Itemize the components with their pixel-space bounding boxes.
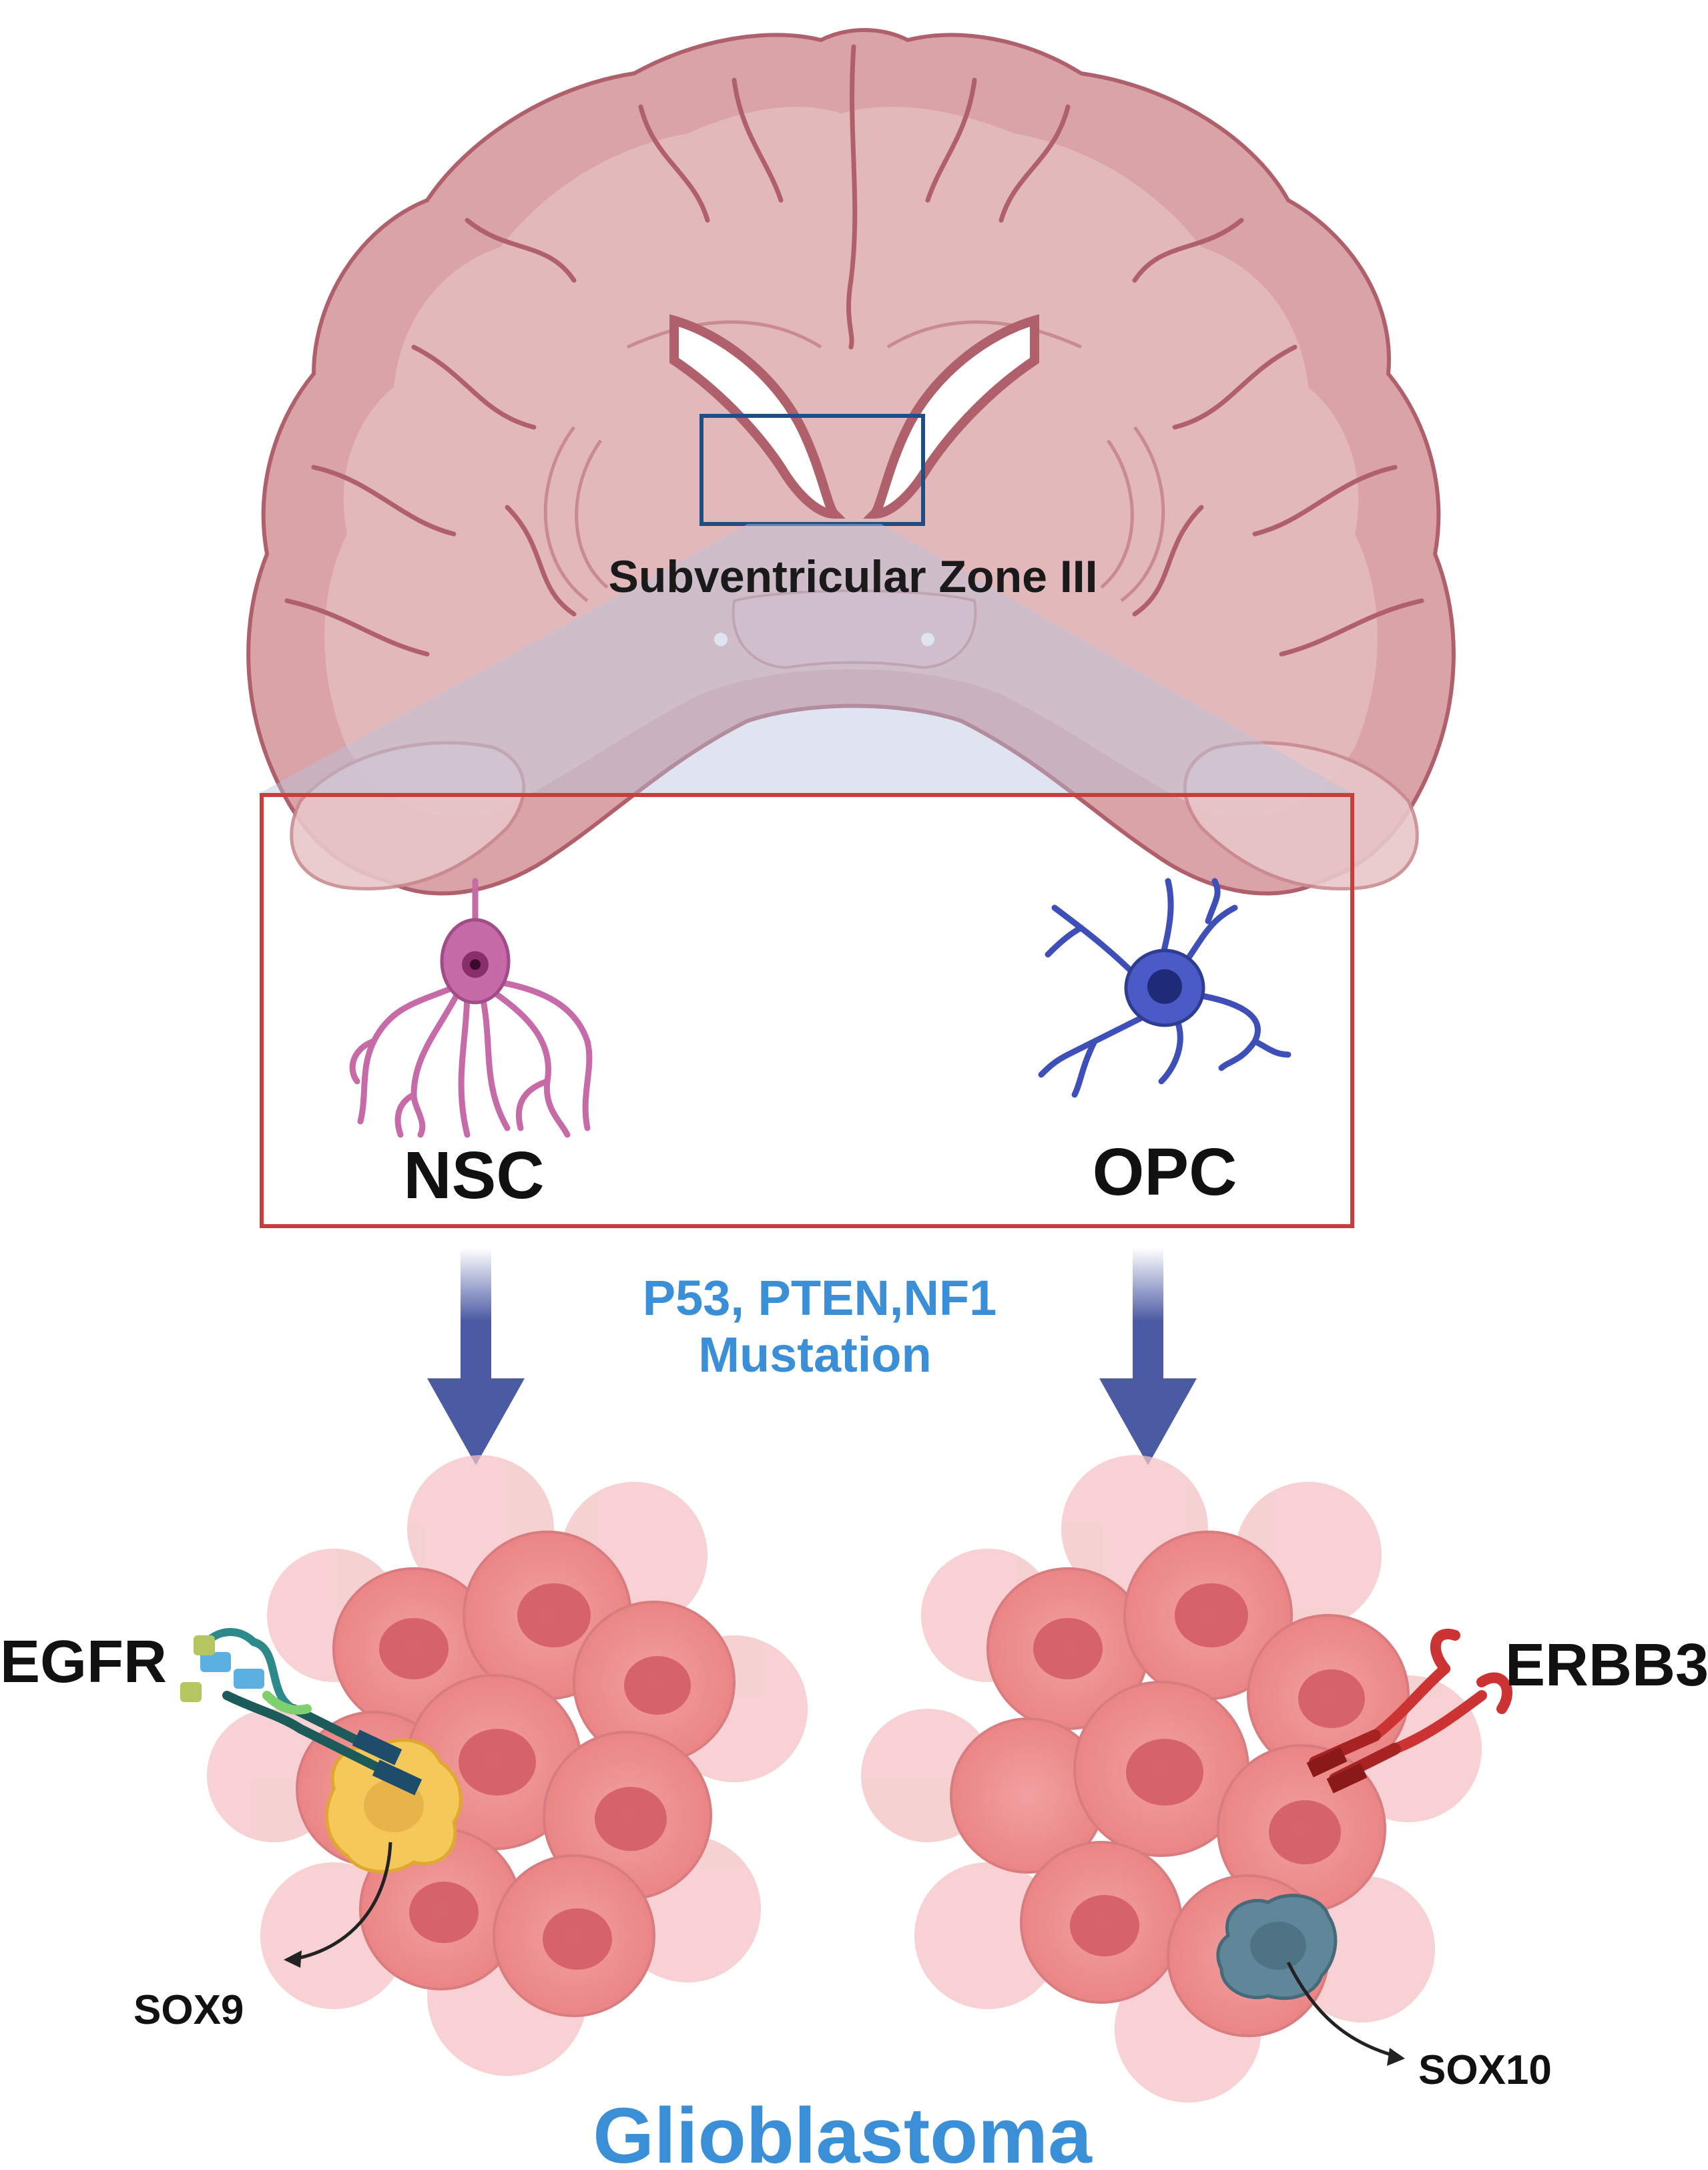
nsc-label: NSC <box>403 1138 544 1213</box>
deep-structures <box>543 320 1165 602</box>
svz-highlight-box <box>699 414 925 526</box>
mutation-line-2: Mustation <box>698 1327 931 1382</box>
nsc-arrow <box>427 1248 525 1465</box>
zoom-projection-cone <box>259 524 1352 794</box>
opc-nucleus <box>1147 969 1182 1004</box>
cell-origin-frame <box>260 793 1354 1228</box>
brainstem-dot-right <box>921 633 934 646</box>
sox9-marker-cell <box>325 1738 463 1874</box>
right-tumor-cluster <box>861 1455 1482 2103</box>
brainstem-region <box>732 589 977 669</box>
erbb3-label: ERBB3 <box>1505 1632 1708 1699</box>
temporal-lobes <box>290 741 1419 891</box>
brain-inner-cortex <box>324 107 1378 818</box>
sox10-label: SOX10 <box>1418 2047 1552 2093</box>
brain-coronal-section <box>246 28 1456 896</box>
sox9-label: SOX9 <box>133 1987 244 2033</box>
svz-label: Subventricular Zone III <box>608 551 1097 602</box>
sox10-pointer-arrow <box>1286 1961 1405 2066</box>
brain-sulci <box>284 44 1424 657</box>
opc-label: OPC <box>1093 1135 1237 1209</box>
brainstem-dot-left <box>714 633 728 646</box>
erbb3-receptor <box>1306 1629 1513 1794</box>
opc-arrow <box>1099 1248 1197 1465</box>
sox10-marker-cell <box>1216 1894 1338 2000</box>
sox9-pointer-arrow <box>284 1842 392 1968</box>
left-tumor-cluster <box>207 1455 808 2076</box>
nsc-nucleolus <box>470 959 481 970</box>
mutation-line-1: P53, PTEN,NF1 <box>643 1270 997 1326</box>
egfr-receptor <box>180 1628 422 1796</box>
nsc-cell <box>349 878 593 1138</box>
egfr-label: EGFR <box>0 1629 167 1695</box>
tumor-title: Glioblastoma <box>593 2092 1093 2170</box>
